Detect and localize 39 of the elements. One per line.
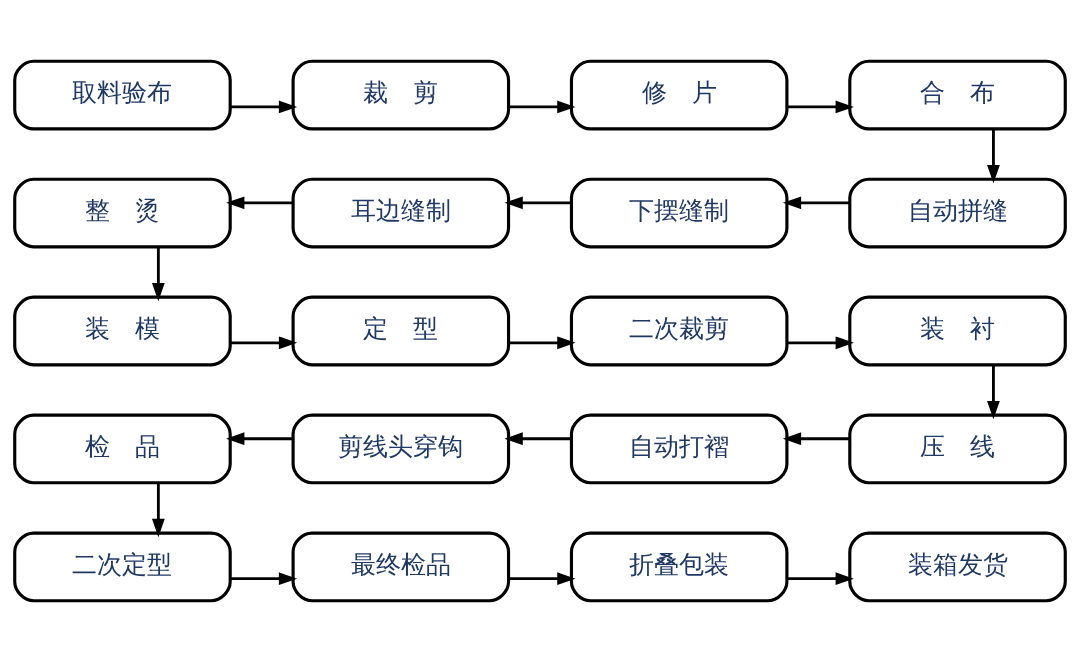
- node-box: 自动打褶: [569, 413, 789, 484]
- arrow: [504, 431, 572, 445]
- node-box: 二次定型: [13, 531, 232, 602]
- node-box: 剪线头穿钩: [291, 413, 511, 484]
- node-box: 二次裁剪: [569, 295, 789, 366]
- arrow: [230, 571, 298, 585]
- arrow: [230, 335, 298, 349]
- node-box: 修 片: [569, 59, 789, 130]
- node-box: 压 线: [848, 413, 1067, 484]
- node-box: 裁 剪: [291, 59, 511, 130]
- node-box: 装 衬: [848, 295, 1067, 366]
- arrow: [787, 571, 854, 585]
- arrow: [226, 431, 293, 445]
- node-box: 装箱发货: [848, 531, 1067, 602]
- node-box: 检 品: [13, 413, 232, 484]
- node-box: 下摆缝制: [569, 177, 789, 248]
- arrow: [151, 482, 165, 537]
- arrow: [504, 195, 572, 209]
- node-box: 自动拼缝: [848, 177, 1067, 248]
- arrow: [508, 100, 576, 113]
- arrow: [508, 571, 576, 585]
- arrow: [151, 246, 165, 301]
- arrow: [987, 364, 1000, 419]
- arrow: [226, 195, 293, 209]
- arrow: [782, 195, 850, 209]
- arrow: [230, 100, 298, 113]
- node-box: 定 型: [291, 295, 511, 366]
- node-box: 取料验布: [13, 59, 232, 130]
- node-box: 合 布: [848, 59, 1067, 130]
- node-box: 最终检品: [291, 531, 511, 602]
- node-box: 整 烫: [13, 177, 232, 248]
- arrow: [787, 335, 854, 349]
- node-box: 折叠包装: [569, 531, 789, 602]
- node-box: 耳边缝制: [291, 177, 511, 248]
- node-box: 装 模: [13, 295, 232, 366]
- arrow: [508, 335, 576, 349]
- arrow: [782, 431, 850, 445]
- arrow: [987, 128, 1000, 183]
- arrow: [787, 100, 854, 113]
